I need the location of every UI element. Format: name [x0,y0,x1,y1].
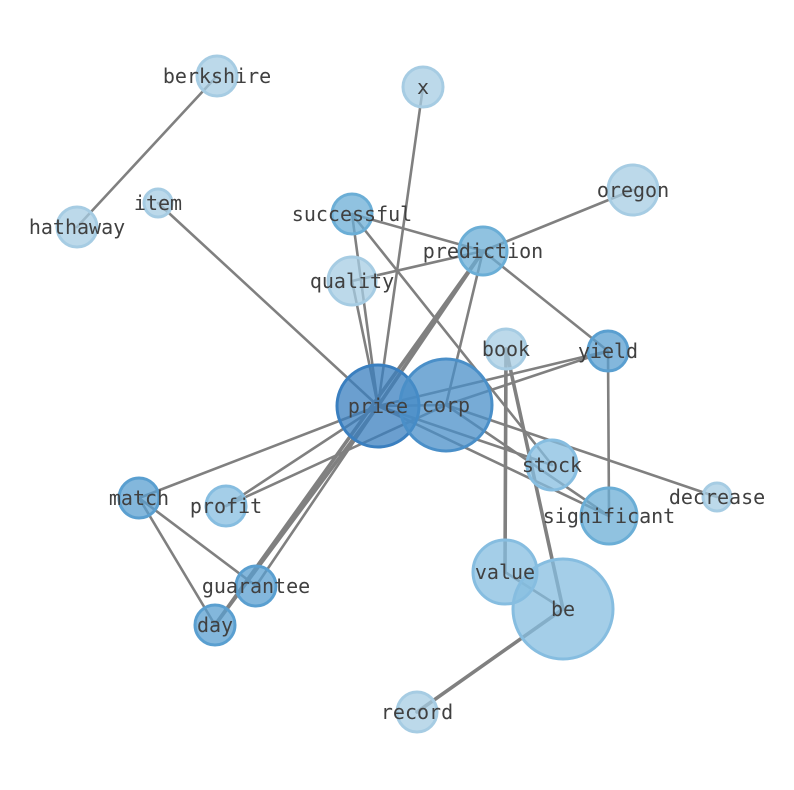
edge-oregon-prediction [481,188,635,253]
node-match[interactable] [117,476,161,520]
node-decrease[interactable] [701,481,733,513]
node-label-value: value [475,560,535,584]
node-be[interactable] [511,557,615,661]
node-label-be: be [551,597,575,621]
edge-prediction-yield [481,249,610,353]
node-item[interactable] [142,187,174,219]
node-yield[interactable] [586,329,630,373]
node-profit[interactable] [204,484,248,528]
node-label-stock: stock [522,453,582,477]
node-label-successful: successful [292,202,412,226]
node-quality[interactable] [326,255,378,307]
node-label-profit: profit [190,494,262,518]
node-label-match: match [109,486,169,510]
edge-match-guarantee [137,496,258,588]
node-book[interactable] [484,327,528,371]
node-label-hathaway: hathaway [29,215,125,239]
node-label-corp: corp [422,393,470,417]
node-berkshire[interactable] [195,54,239,98]
node-label-yield: yield [578,339,638,363]
node-stock[interactable] [525,438,579,492]
edge-price-match [137,404,380,500]
edge-berkshire-hathaway [75,74,219,229]
node-label-record: record [381,700,453,724]
edge-x-price [376,85,425,408]
edge-match-day [137,496,217,627]
node-label-item: item [134,191,182,215]
node-label-x: x [417,75,429,99]
node-x[interactable] [401,65,445,109]
node-label-decrease: decrease [669,485,765,509]
node-label-quality: quality [310,269,394,293]
node-prediction[interactable] [457,225,509,277]
graph-nodes [55,54,733,734]
node-label-berkshire: berkshire [163,64,271,88]
edge-corp-decrease [444,403,719,499]
node-record[interactable] [395,690,439,734]
edge-successful-stock [350,212,554,467]
node-label-oregon: oregon [597,178,669,202]
node-successful[interactable] [330,192,374,236]
node-day[interactable] [193,603,237,647]
node-corp[interactable] [398,357,494,453]
node-label-significant: significant [543,504,675,528]
graph-labels: berkshire x hathaway item successful oregon pr… [29,64,765,724]
edge-item-price [156,201,380,408]
node-label-price: price [348,394,408,418]
node-guarantee[interactable] [234,564,278,608]
node-label-day: day [197,613,233,637]
node-significant[interactable] [579,486,639,546]
node-label-guarantee: guarantee [202,574,310,598]
node-label-book: book [482,337,530,361]
node-label-prediction: prediction [423,239,543,263]
node-hathaway[interactable] [55,205,99,249]
node-oregon[interactable] [606,163,660,217]
graph-edges [75,74,719,714]
